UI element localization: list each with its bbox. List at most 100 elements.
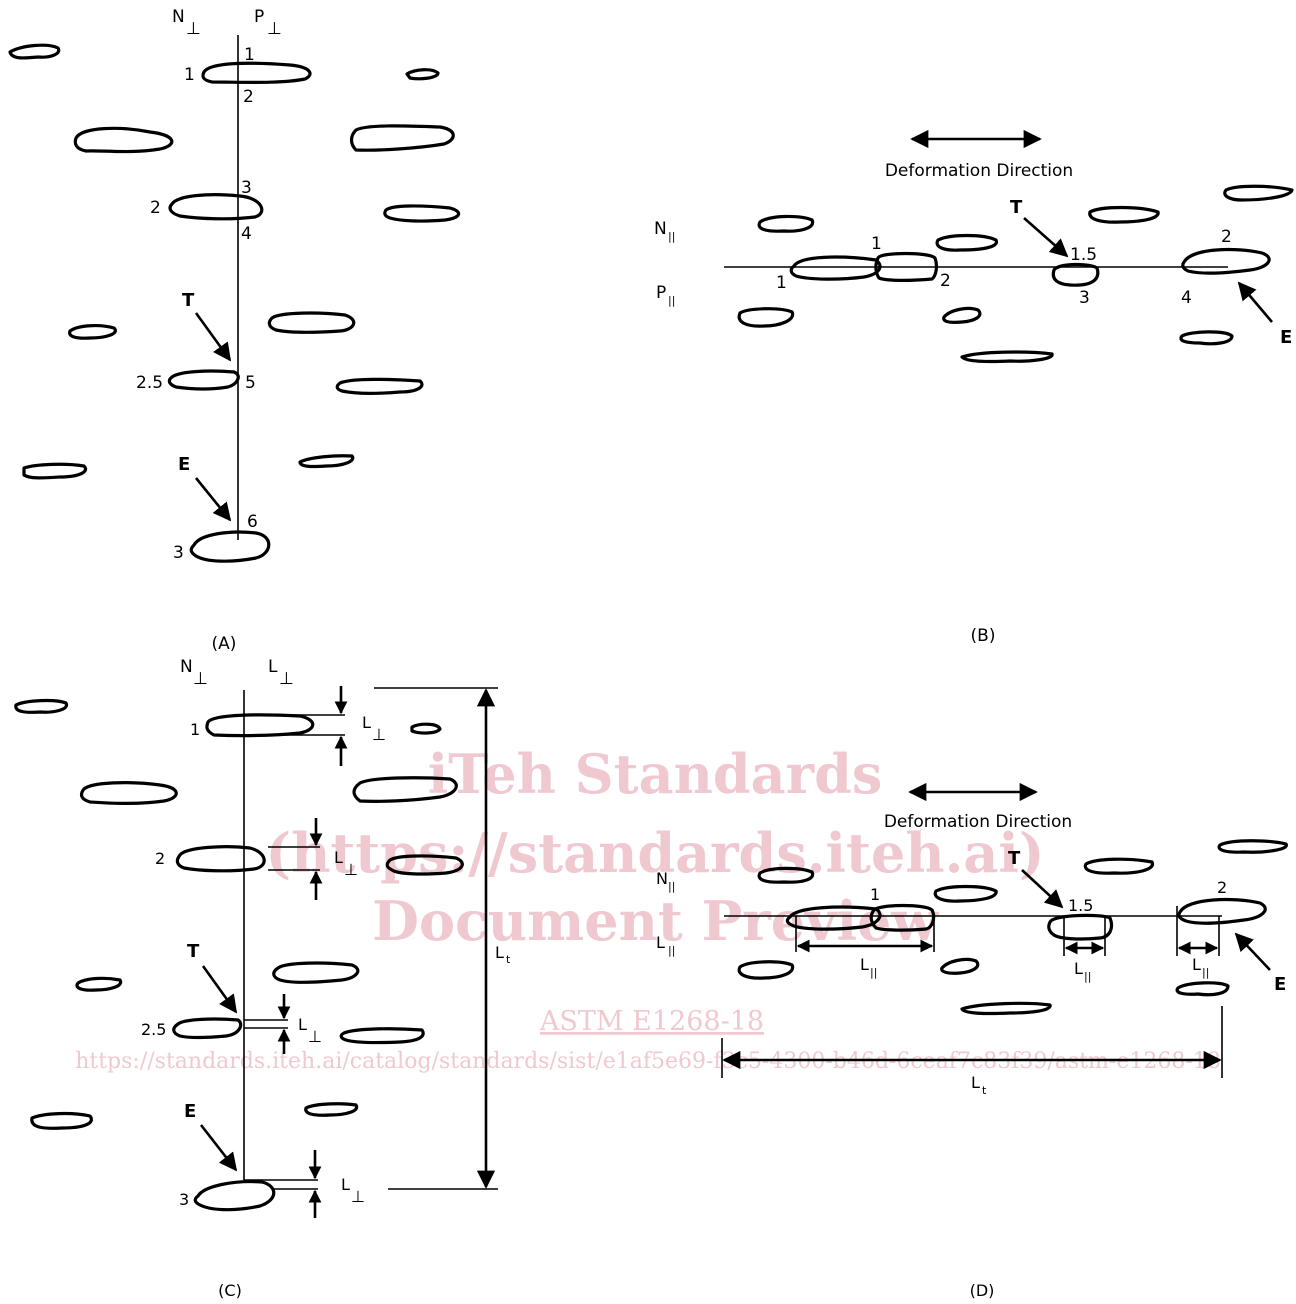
- particle: [1177, 897, 1267, 925]
- particle: [874, 251, 939, 282]
- total-length-label: L: [495, 943, 504, 962]
- particle: [339, 1027, 425, 1045]
- p-label: P: [656, 283, 666, 303]
- length-label: L: [1192, 955, 1201, 974]
- end-arrow: [199, 1124, 238, 1172]
- particle: [30, 1111, 93, 1130]
- perp-symbol: ⊥: [372, 725, 386, 744]
- particle: [1175, 981, 1230, 997]
- end-arrow: [1237, 281, 1273, 323]
- particle-count: 1.5: [1068, 896, 1093, 915]
- caption-a: (A): [212, 634, 237, 654]
- deformation-label: Deformation Direction: [885, 161, 1073, 181]
- end-arrow: [194, 477, 232, 522]
- n-label: N: [654, 219, 667, 239]
- perp-symbol: ⊥: [186, 19, 201, 39]
- particle: [1181, 247, 1271, 275]
- particle: [349, 124, 455, 152]
- particle: [8, 43, 61, 60]
- particle: [1051, 262, 1100, 287]
- parallel-symbol: ||: [668, 294, 675, 307]
- length-label: L: [298, 1015, 307, 1034]
- caption-b: (B): [971, 626, 996, 646]
- end-arrow: [1234, 932, 1271, 971]
- particle: [1223, 184, 1294, 202]
- particle: [189, 530, 271, 563]
- particle: [1179, 330, 1234, 346]
- particle: [869, 903, 936, 932]
- length-label: L: [341, 1175, 350, 1194]
- particle: [298, 454, 355, 469]
- total-length-subscript: t: [506, 953, 511, 966]
- particle: [168, 193, 264, 221]
- particle: [757, 214, 815, 233]
- particle-count: 2.5: [141, 1020, 166, 1039]
- parallel-symbol: ||: [1202, 966, 1209, 979]
- end-label: E: [1280, 327, 1292, 348]
- tangent-label: T: [1008, 848, 1021, 869]
- particle: [383, 204, 461, 223]
- intersection-count: 2: [940, 271, 951, 291]
- perp-symbol: ⊥: [193, 669, 208, 689]
- particle: [737, 960, 795, 980]
- particle: [1047, 913, 1114, 941]
- particle-count: 2.5: [136, 373, 163, 393]
- particle: [167, 369, 240, 391]
- parallel-symbol: ||: [668, 944, 675, 957]
- total-length-subscript: t: [982, 1084, 987, 1097]
- caption-c: (C): [218, 1281, 242, 1300]
- particle: [272, 961, 360, 984]
- particle-count: 1.5: [1070, 245, 1097, 265]
- particle: [757, 866, 815, 884]
- parallel-symbol: ||: [1084, 970, 1091, 983]
- n-label: N: [172, 7, 185, 27]
- particle-count: 1: [870, 885, 880, 904]
- particle-count: 1: [871, 234, 882, 254]
- tangent-label: T: [1010, 197, 1023, 218]
- particle: [385, 854, 464, 876]
- l-label: L: [268, 657, 278, 677]
- particle: [75, 976, 123, 992]
- length-label: L: [362, 713, 371, 732]
- tangent-arrow: [201, 965, 238, 1014]
- tangent-arrow: [1021, 869, 1064, 909]
- particle-count: 2: [1217, 878, 1227, 897]
- intersection-count: 1: [244, 45, 255, 65]
- particle: [267, 311, 356, 334]
- particle: [193, 1180, 276, 1212]
- particle: [942, 306, 982, 324]
- particle: [1217, 839, 1288, 854]
- intersection-count: 3: [1079, 288, 1090, 308]
- particle: [201, 61, 312, 84]
- particle: [785, 905, 882, 931]
- particle: [405, 68, 440, 81]
- watermark-link: https://standards.iteh.ai/catalog/standa…: [75, 1049, 1221, 1074]
- particle: [960, 350, 1054, 364]
- panel-b: Deformation Direction N || P || 1 1.5 2 …: [654, 129, 1294, 646]
- end-label: E: [184, 1101, 196, 1122]
- particle: [940, 957, 980, 975]
- particle: [304, 1102, 359, 1117]
- end-label: E: [178, 454, 190, 475]
- particle: [352, 776, 458, 803]
- watermark-url: (https://standards.iteh.ai): [266, 821, 1045, 885]
- panel-c: N ⊥ L ⊥ 1 2 2.5 3 L ⊥ L ⊥ L ⊥ L ⊥ L t T …: [14, 657, 511, 1300]
- watermark: iTeh Standards (https://standards.iteh.a…: [75, 742, 1221, 1074]
- n-label: N: [656, 869, 668, 888]
- particle-count: 1: [190, 720, 200, 739]
- particle: [935, 233, 998, 252]
- particle: [1083, 857, 1155, 875]
- particle-count: 1: [184, 65, 195, 85]
- particle: [933, 884, 998, 903]
- parallel-symbol: ||: [668, 230, 675, 243]
- intersection-count: 2: [243, 87, 254, 107]
- watermark-title: iTeh Standards: [428, 742, 882, 806]
- intersection-count: 1: [776, 273, 787, 293]
- particle: [175, 845, 266, 873]
- particle: [79, 781, 178, 805]
- particle: [410, 722, 442, 735]
- intersection-count: 4: [241, 224, 252, 244]
- particle-count: 3: [179, 1190, 189, 1209]
- intersection-count: 6: [247, 512, 258, 532]
- length-label: L: [860, 955, 869, 974]
